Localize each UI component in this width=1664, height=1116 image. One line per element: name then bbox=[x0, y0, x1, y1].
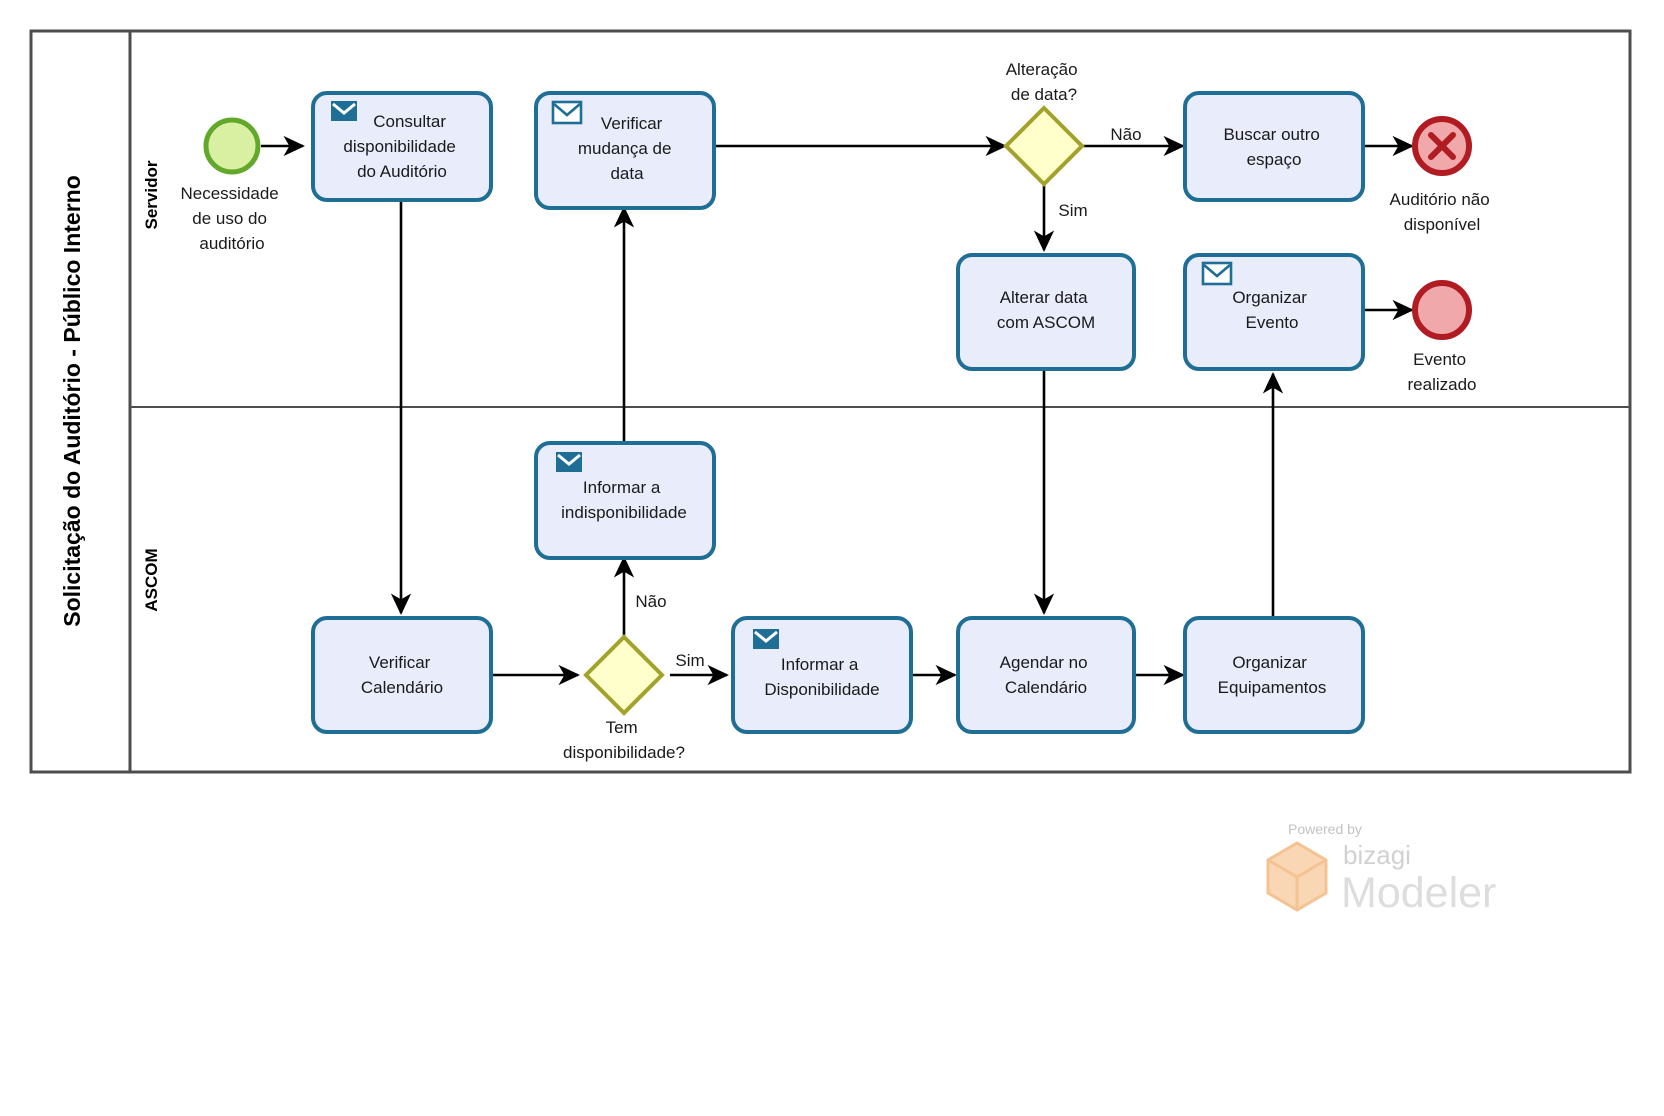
task-informar-a-indisponibilidade[interactable]: Informar a indisponibilidade bbox=[534, 441, 716, 560]
lane-title-servidor: Servidor bbox=[142, 160, 161, 229]
task-box[interactable] bbox=[311, 91, 493, 202]
gateway-tem-disponibilidade-label: Tem disponibilidade? bbox=[563, 718, 685, 762]
watermark-brand: bizagi bbox=[1343, 840, 1411, 870]
task-organizar-equipamentos[interactable]: Organizar Equipamentos bbox=[1183, 616, 1365, 734]
end-event-circle[interactable] bbox=[1412, 280, 1472, 340]
task-label: Verificar mudança de data bbox=[578, 114, 676, 183]
pool-title: Solicitação do Auditório - Público Inter… bbox=[59, 175, 85, 627]
end-event-auditorio-label: Auditório não disponível bbox=[1390, 190, 1495, 234]
end-event-evento-realizado[interactable] bbox=[1412, 280, 1472, 340]
watermark-powered-by: Powered by bbox=[1288, 821, 1362, 837]
end-event-evento-label: Evento realizado bbox=[1408, 350, 1477, 394]
watermark-product: Modeler bbox=[1341, 869, 1496, 917]
x-mark-icon bbox=[1428, 132, 1456, 160]
lane-title-ascom: ASCOM bbox=[142, 548, 161, 611]
task-verificar-calendario[interactable]: Verificar Calendário bbox=[311, 616, 493, 734]
flow-label-gw-disp-sim: Sim bbox=[675, 651, 704, 670]
gateway-alteracao-de-data-label: Alteração de data? bbox=[1006, 60, 1083, 104]
gateway-tem-disponibilidade[interactable] bbox=[583, 634, 665, 716]
task-buscar-outro-espaco[interactable]: Buscar outro espaço bbox=[1183, 91, 1365, 202]
send-message-icon bbox=[753, 629, 779, 649]
task-box[interactable] bbox=[1183, 91, 1365, 202]
send-message-icon bbox=[331, 101, 357, 121]
task-label: Informar a indisponibilidade bbox=[561, 478, 687, 522]
flow-label-gw-data-nao: Não bbox=[1110, 125, 1141, 144]
task-label: Informar a Disponibilidade bbox=[764, 655, 879, 699]
receive-message-icon bbox=[1201, 261, 1233, 286]
task-label: Buscar outro espaço bbox=[1223, 125, 1324, 169]
gateway-diamond[interactable] bbox=[583, 634, 665, 716]
task-label: Agendar no Calendário bbox=[1000, 653, 1093, 697]
task-box[interactable] bbox=[311, 616, 493, 734]
task-informar-a-disponibilidade[interactable]: Informar a Disponibilidade bbox=[731, 616, 913, 734]
task-verificar-mudanca-de-data[interactable]: Verificar mudança de data bbox=[534, 91, 716, 210]
start-event-circle[interactable] bbox=[203, 117, 261, 175]
send-message-icon bbox=[556, 452, 582, 472]
task-label: Organizar Evento bbox=[1232, 288, 1311, 332]
flow-label-gw-disp-nao: Não bbox=[635, 592, 666, 611]
task-consultar-disponibilidade[interactable]: Consultar disponibilidade do Auditório bbox=[311, 91, 493, 202]
task-label: Organizar Equipamentos bbox=[1218, 653, 1327, 697]
end-event-auditorio-nao-disponivel[interactable] bbox=[1412, 116, 1472, 176]
gateway-alteracao-de-data[interactable] bbox=[1003, 105, 1085, 187]
task-alterar-data-com-ascom[interactable]: Alterar data com ASCOM bbox=[956, 253, 1136, 371]
task-box[interactable] bbox=[956, 253, 1136, 371]
sequence-flows bbox=[261, 135, 1414, 686]
task-box[interactable] bbox=[1183, 616, 1365, 734]
receive-message-icon bbox=[551, 100, 583, 125]
task-label: Consultar disponibilidade do Auditório bbox=[343, 112, 460, 181]
flow-label-gw-data-sim: Sim bbox=[1058, 201, 1087, 220]
start-event-necessidade[interactable] bbox=[203, 117, 261, 175]
gateway-diamond[interactable] bbox=[1003, 105, 1085, 187]
bizagi-watermark: Powered by bizagi Modeler bbox=[1266, 821, 1496, 917]
bizagi-logo-icon bbox=[1266, 841, 1328, 912]
task-agendar-no-calendario[interactable]: Agendar no Calendário bbox=[956, 616, 1136, 734]
task-box[interactable] bbox=[956, 616, 1136, 734]
task-organizar-evento[interactable]: Organizar Evento bbox=[1183, 253, 1365, 371]
task-label: Alterar data com ASCOM bbox=[997, 288, 1095, 332]
start-event-label: Necessidade de uso do auditório bbox=[180, 184, 283, 253]
task-label: Verificar Calendário bbox=[361, 653, 443, 697]
